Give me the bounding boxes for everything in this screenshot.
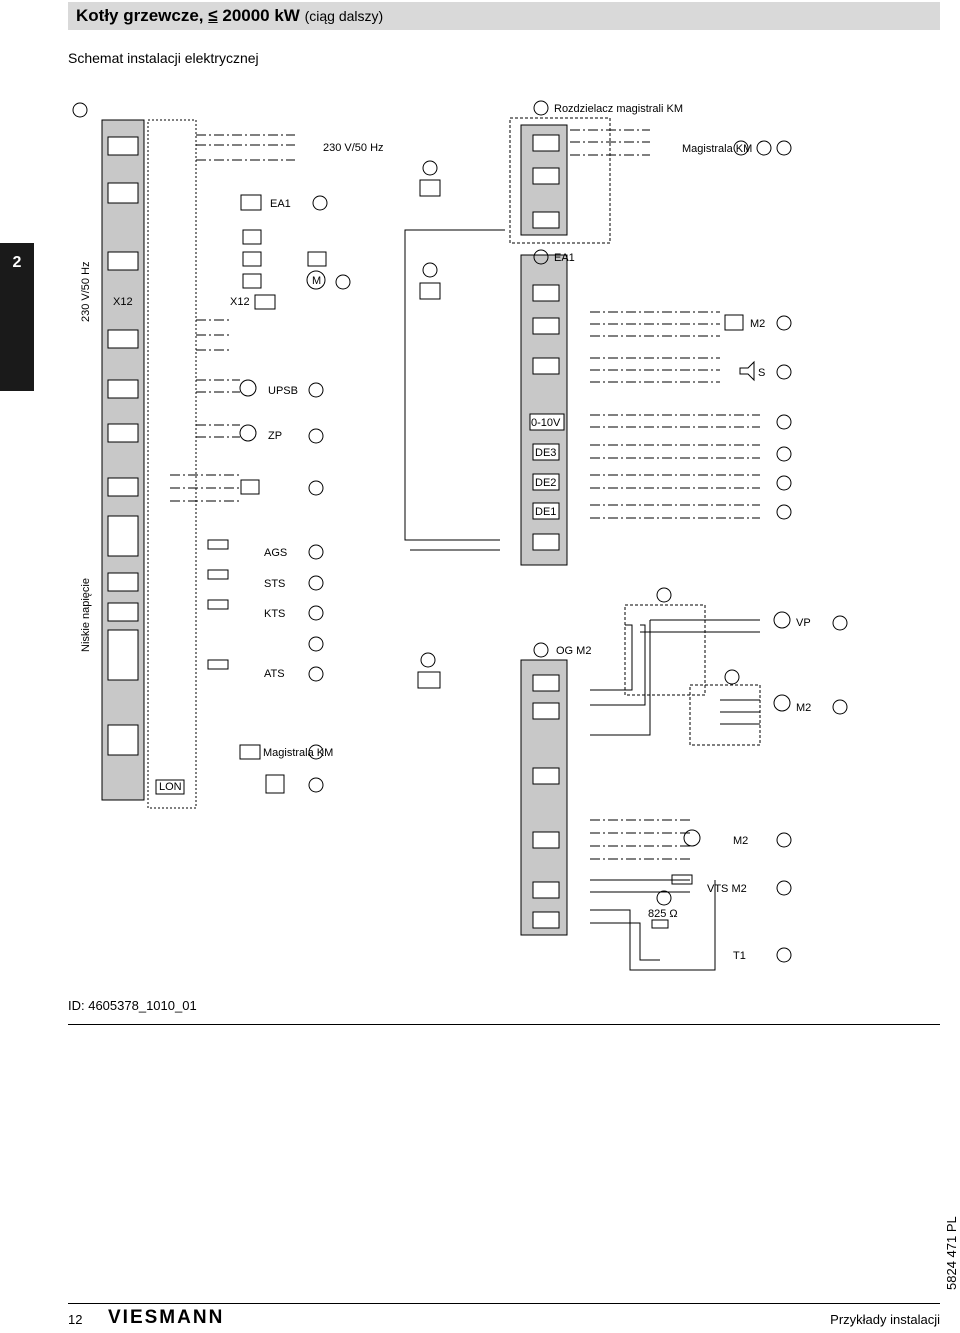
motor-m-label: M: [312, 275, 321, 287]
supply-label: 230 V/50 Hz: [323, 142, 384, 154]
ea1-label-center: EA1: [554, 252, 575, 264]
og-m2-label: OG M2: [556, 645, 591, 657]
vts-m2-label: VTS M2: [707, 883, 747, 895]
divider: [68, 1024, 940, 1025]
de1-label: DE1: [535, 506, 556, 518]
x12-label: X12: [230, 296, 250, 308]
page-number: 12: [68, 1312, 83, 1327]
page-title: Kotły grzewcze, ≤ 20000 kW (ciąg dalszy): [76, 6, 384, 25]
ags-label: AGS: [264, 547, 287, 559]
magistrala-km-label: Magistrala KM: [682, 143, 752, 155]
t1-label: T1: [733, 950, 746, 962]
zp-label: ZP: [268, 430, 282, 442]
lon-label: LON: [159, 781, 182, 793]
footer-section-title: Przykłady instalacji: [830, 1312, 940, 1327]
ohm-label: 825 Ω: [648, 908, 678, 920]
m2-label-right: M2: [796, 702, 811, 714]
de3-label: DE3: [535, 447, 556, 459]
viessmann-logo: VIESMANN: [108, 1307, 225, 1328]
vp-label: VP: [796, 617, 811, 629]
ats-label: ATS: [264, 668, 285, 680]
0-10v-label: 0-10V: [531, 417, 561, 429]
m2-label-bottom: M2: [733, 835, 748, 847]
sts-label: STS: [264, 578, 285, 590]
rozdzielacz-label: Rozdzielacz magistrali KM: [554, 103, 683, 115]
section-subtitle: Schemat instalacji elektrycznej: [68, 50, 259, 66]
footer-divider: [68, 1303, 940, 1304]
m2-label-top: M2: [750, 318, 765, 330]
de2-label: DE2: [535, 477, 556, 489]
document-number: 5824 471 PL: [944, 1216, 959, 1290]
x12-strip-label: X12: [113, 296, 133, 308]
kts-label: KTS: [264, 608, 285, 620]
magistrala-km-bottom-label: Magistrala KM: [263, 747, 333, 759]
s-label: S: [758, 367, 765, 379]
diagram-id: ID: 4605378_1010_01: [68, 998, 197, 1013]
chapter-tab: 2: [0, 243, 34, 391]
ea1-label-left: EA1: [270, 198, 291, 210]
header-bar: Kotły grzewcze, ≤ 20000 kW (ciąg dalszy): [68, 2, 940, 30]
upsb-label: UPSB: [268, 385, 298, 397]
